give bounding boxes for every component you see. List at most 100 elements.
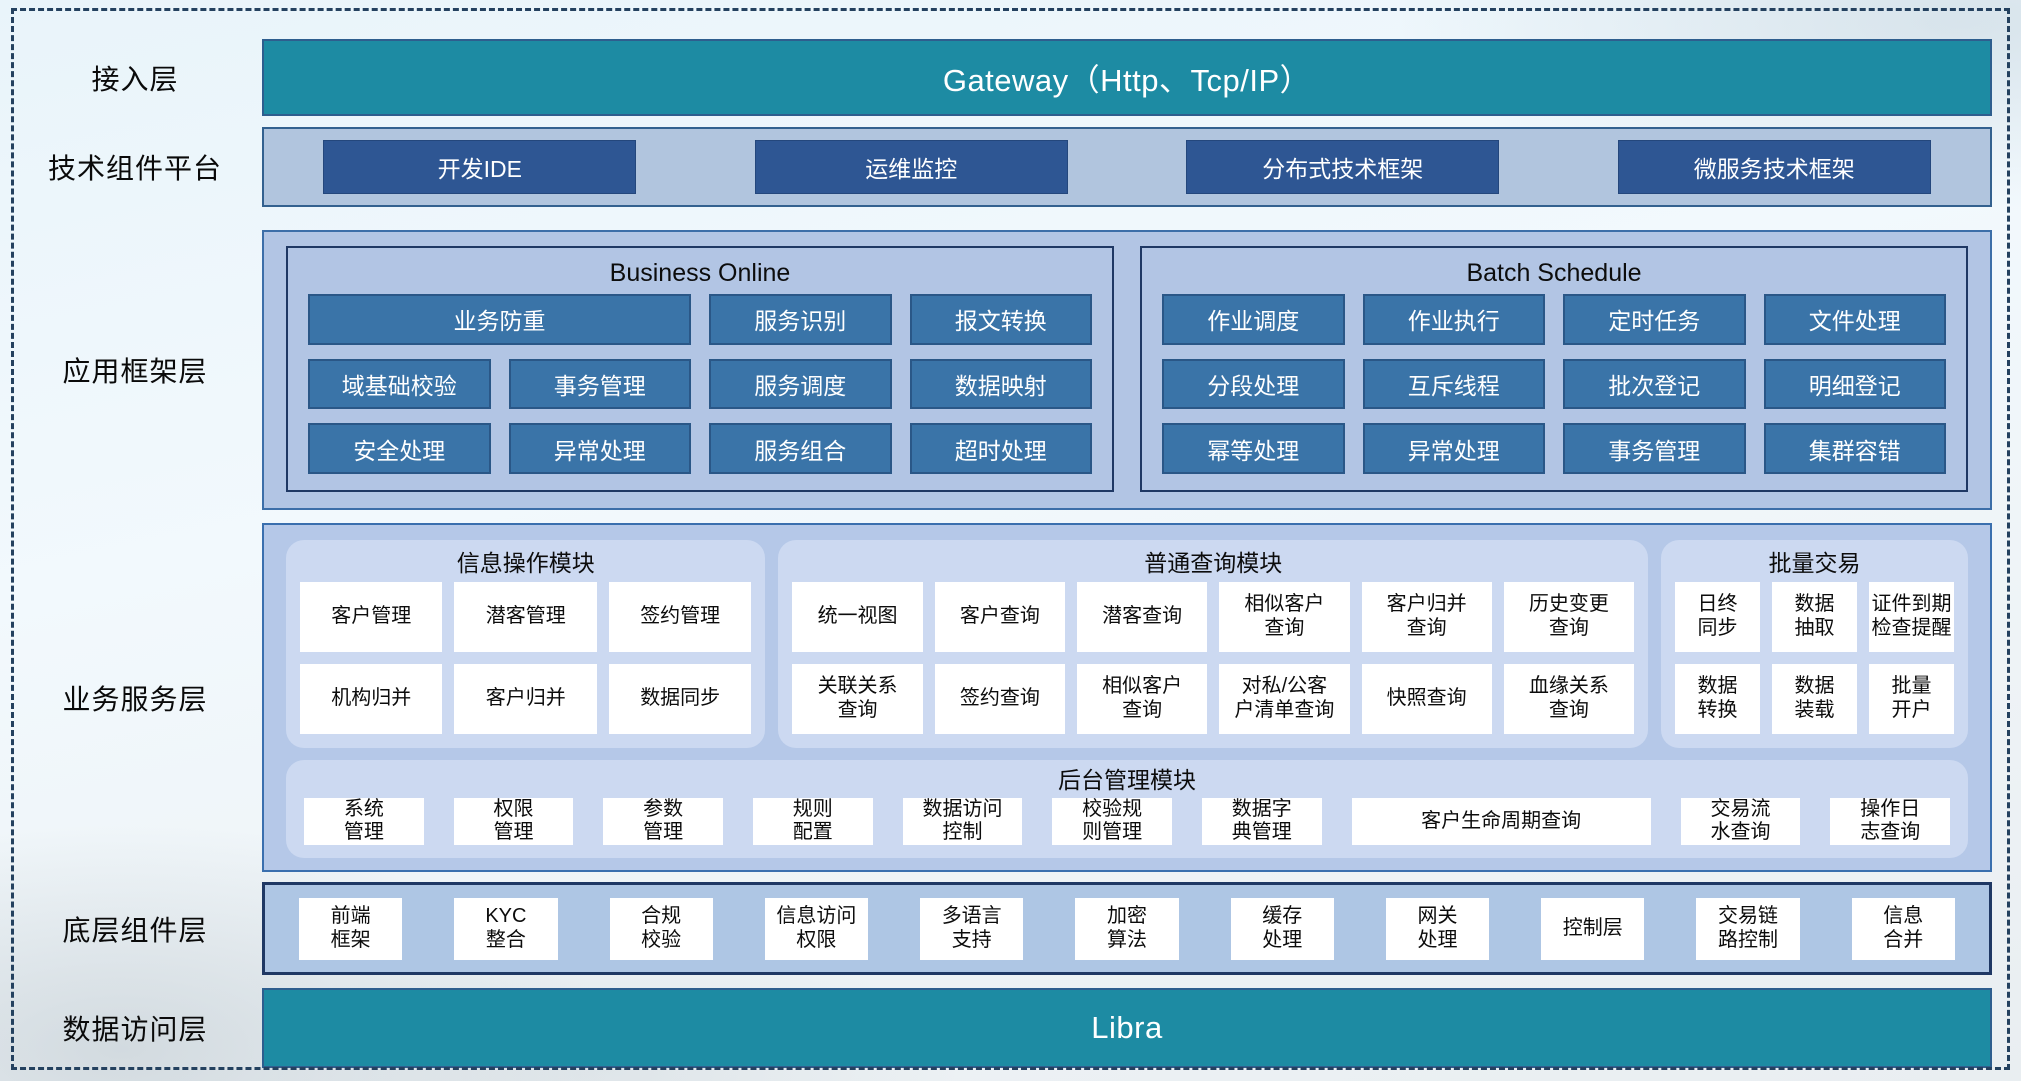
layer-label-access: 接入层 <box>91 63 179 95</box>
general-query-title: 普通查询模块 <box>1144 550 1283 576</box>
tech-platform-button: 微服务技术框架 <box>1617 140 1931 194</box>
service-box: 日终 同步 <box>1675 582 1761 652</box>
framework-box: 文件处理 <box>1763 294 1946 345</box>
framework-box: 明细登记 <box>1763 358 1946 410</box>
service-box: 历史变更 查询 <box>1503 582 1635 652</box>
component-box: 前端 框架 <box>299 897 403 960</box>
framework-box: 分段处理 <box>1162 358 1345 410</box>
service-box: 数据 转换 <box>1675 663 1761 734</box>
framework-box: 服务调度 <box>709 358 892 410</box>
service-modules-row: 信息操作模块 客户管理潜客管理签约管理机构归并客户归并数据同步 普通查询模块 统… <box>286 540 1969 748</box>
layer-label-base-components: 底层组件层 <box>62 914 208 946</box>
component-box: 信息 合并 <box>1851 897 1955 960</box>
service-box: 统一视图 <box>792 582 923 652</box>
base-components-bar: 前端 框架 KYC 整合合规 校验信息访问 权限多语言 支持加密 算法缓存 处理网… <box>262 882 1992 975</box>
tech-platform-button: 运维监控 <box>754 140 1068 194</box>
service-box: 客户归并 <box>454 663 597 734</box>
business-online-grid: 业务防重服务识别报文转换域基础校验事务管理服务调度数据映射安全处理异常处理服务组… <box>308 294 1092 474</box>
service-box: 关联关系 查询 <box>792 663 923 734</box>
framework-box: 业务防重 <box>308 294 691 345</box>
framework-box: 批次登记 <box>1563 358 1746 410</box>
batch-transaction-grid: 日终 同步数据 抽取证件到期 检查提醒数据 转换数据 装载批量 开户 <box>1675 582 1955 734</box>
service-box: 证件到期 检查提醒 <box>1869 582 1955 652</box>
service-box: 签约管理 <box>608 582 752 652</box>
service-box: 对私/公客 户清单查询 <box>1219 663 1350 734</box>
framework-box: 超时处理 <box>909 423 1092 474</box>
admin-box: 系统 管理 <box>304 797 424 845</box>
service-box: 客户查询 <box>934 582 1065 652</box>
info-operation-module: 信息操作模块 客户管理潜客管理签约管理机构归并客户归并数据同步 <box>286 540 766 748</box>
service-box: 客户管理 <box>300 582 443 652</box>
service-box: 数据 装载 <box>1772 663 1858 734</box>
admin-box: 规则 配置 <box>752 797 873 845</box>
batch-schedule-panel: Batch Schedule 作业调度作业执行定时任务文件处理分段处理互斥线程批… <box>1140 246 1968 492</box>
layer-label-business-service: 业务服务层 <box>62 683 208 715</box>
framework-box: 安全处理 <box>308 423 491 474</box>
service-box: 签约查询 <box>934 663 1065 734</box>
batch-transaction-title: 批量交易 <box>1768 550 1861 576</box>
admin-box: 数据字 典管理 <box>1201 797 1322 845</box>
framework-box: 报文转换 <box>909 294 1092 345</box>
service-box: 潜客管理 <box>454 582 597 652</box>
general-query-grid: 统一视图客户查询潜客查询相似客户 查询客户归并 查询历史变更 查询关联关系 查询… <box>792 582 1635 734</box>
component-box: 网关 处理 <box>1385 897 1490 960</box>
admin-box: 交易流 水查询 <box>1680 797 1801 845</box>
framework-box: 事务管理 <box>1563 423 1746 474</box>
framework-box: 域基础校验 <box>308 358 491 410</box>
admin-box: 权限 管理 <box>453 797 574 845</box>
batch-schedule-grid: 作业调度作业执行定时任务文件处理分段处理互斥线程批次登记明细登记幂等处理异常处理… <box>1162 294 1946 474</box>
framework-box: 作业调度 <box>1162 294 1345 345</box>
batch-schedule-title: Batch Schedule <box>1466 259 1642 287</box>
business-online-title: Business Online <box>609 259 791 287</box>
business-service-layer: 信息操作模块 客户管理潜客管理签约管理机构归并客户归并数据同步 普通查询模块 统… <box>262 523 1992 872</box>
layer-label-app-framework: 应用框架层 <box>62 356 208 387</box>
service-box: 快照查询 <box>1361 663 1492 734</box>
backend-admin-title: 后台管理模块 <box>1058 766 1196 793</box>
business-online-panel: Business Online 业务防重服务识别报文转换域基础校验事务管理服务调… <box>286 246 1114 492</box>
component-box: 缓存 处理 <box>1230 897 1334 960</box>
framework-box: 服务识别 <box>709 294 892 345</box>
component-box: 加密 算法 <box>1075 897 1179 960</box>
component-box: KYC 整合 <box>454 897 558 960</box>
framework-box: 数据映射 <box>909 358 1092 410</box>
service-box: 机构归并 <box>300 663 443 734</box>
admin-box: 数据访问 控制 <box>902 797 1023 845</box>
libra-bar: Libra <box>262 988 1992 1068</box>
framework-box: 互斥线程 <box>1362 358 1545 410</box>
framework-box: 作业执行 <box>1362 294 1545 345</box>
service-box: 批量 开户 <box>1869 663 1955 734</box>
framework-box: 异常处理 <box>508 423 691 474</box>
admin-box: 校验规 则管理 <box>1052 797 1172 845</box>
batch-transaction-module: 批量交易 日终 同步数据 抽取证件到期 检查提醒数据 转换数据 装载批量 开户 <box>1661 540 1969 748</box>
framework-box: 定时任务 <box>1563 294 1746 345</box>
component-box: 信息访问 权限 <box>764 897 869 960</box>
component-box: 交易链 路控制 <box>1696 897 1800 960</box>
info-operation-grid: 客户管理潜客管理签约管理机构归并客户归并数据同步 <box>300 582 752 734</box>
backend-admin-row: 系统 管理权限 管理参数 管理规则 配置数据访问 控制校验规 则管理数据字 典管… <box>304 797 1951 845</box>
tech-platform-button-cell: 分布式技术框架 <box>1127 140 1559 194</box>
component-box: 控制层 <box>1541 897 1645 960</box>
service-box: 客户归并 查询 <box>1361 582 1492 652</box>
framework-box: 集群容错 <box>1763 423 1946 474</box>
component-box: 合规 校验 <box>609 897 713 960</box>
service-box: 相似客户 查询 <box>1219 582 1350 652</box>
service-box: 数据 抽取 <box>1772 582 1858 652</box>
service-box: 相似客户 查询 <box>1076 663 1208 734</box>
framework-box: 服务组合 <box>709 423 892 474</box>
app-framework-layer: Business Online 业务防重服务识别报文转换域基础校验事务管理 服务调… <box>262 230 1992 510</box>
tech-platform-button-cell: 运维监控 <box>696 140 1128 194</box>
service-box: 数据同步 <box>608 663 752 734</box>
tech-platform-button: 开发IDE <box>323 140 637 194</box>
framework-box: 异常处理 <box>1362 423 1545 474</box>
tech-platform-button-cell: 微服务技术框架 <box>1559 140 1991 194</box>
component-box: 多语言 支持 <box>920 897 1024 960</box>
service-box: 血缘关系 查询 <box>1503 663 1635 734</box>
tech-platform-bar: 开发IDE 运维监控 分布式技术框架 微服务技术框架 <box>262 127 1992 207</box>
gateway-bar: Gateway（Http、Tcp/IP） <box>262 39 1992 116</box>
info-operation-title: 信息操作模块 <box>456 550 595 576</box>
layer-label-tech-platform: 技术组件平台 <box>47 153 222 184</box>
admin-box: 参数 管理 <box>603 797 723 845</box>
backend-admin-module: 后台管理模块 系统 管理权限 管理参数 管理规则 配置数据访问 控制校验规 则管… <box>286 759 1968 858</box>
tech-platform-button-cell: 开发IDE <box>264 140 696 194</box>
